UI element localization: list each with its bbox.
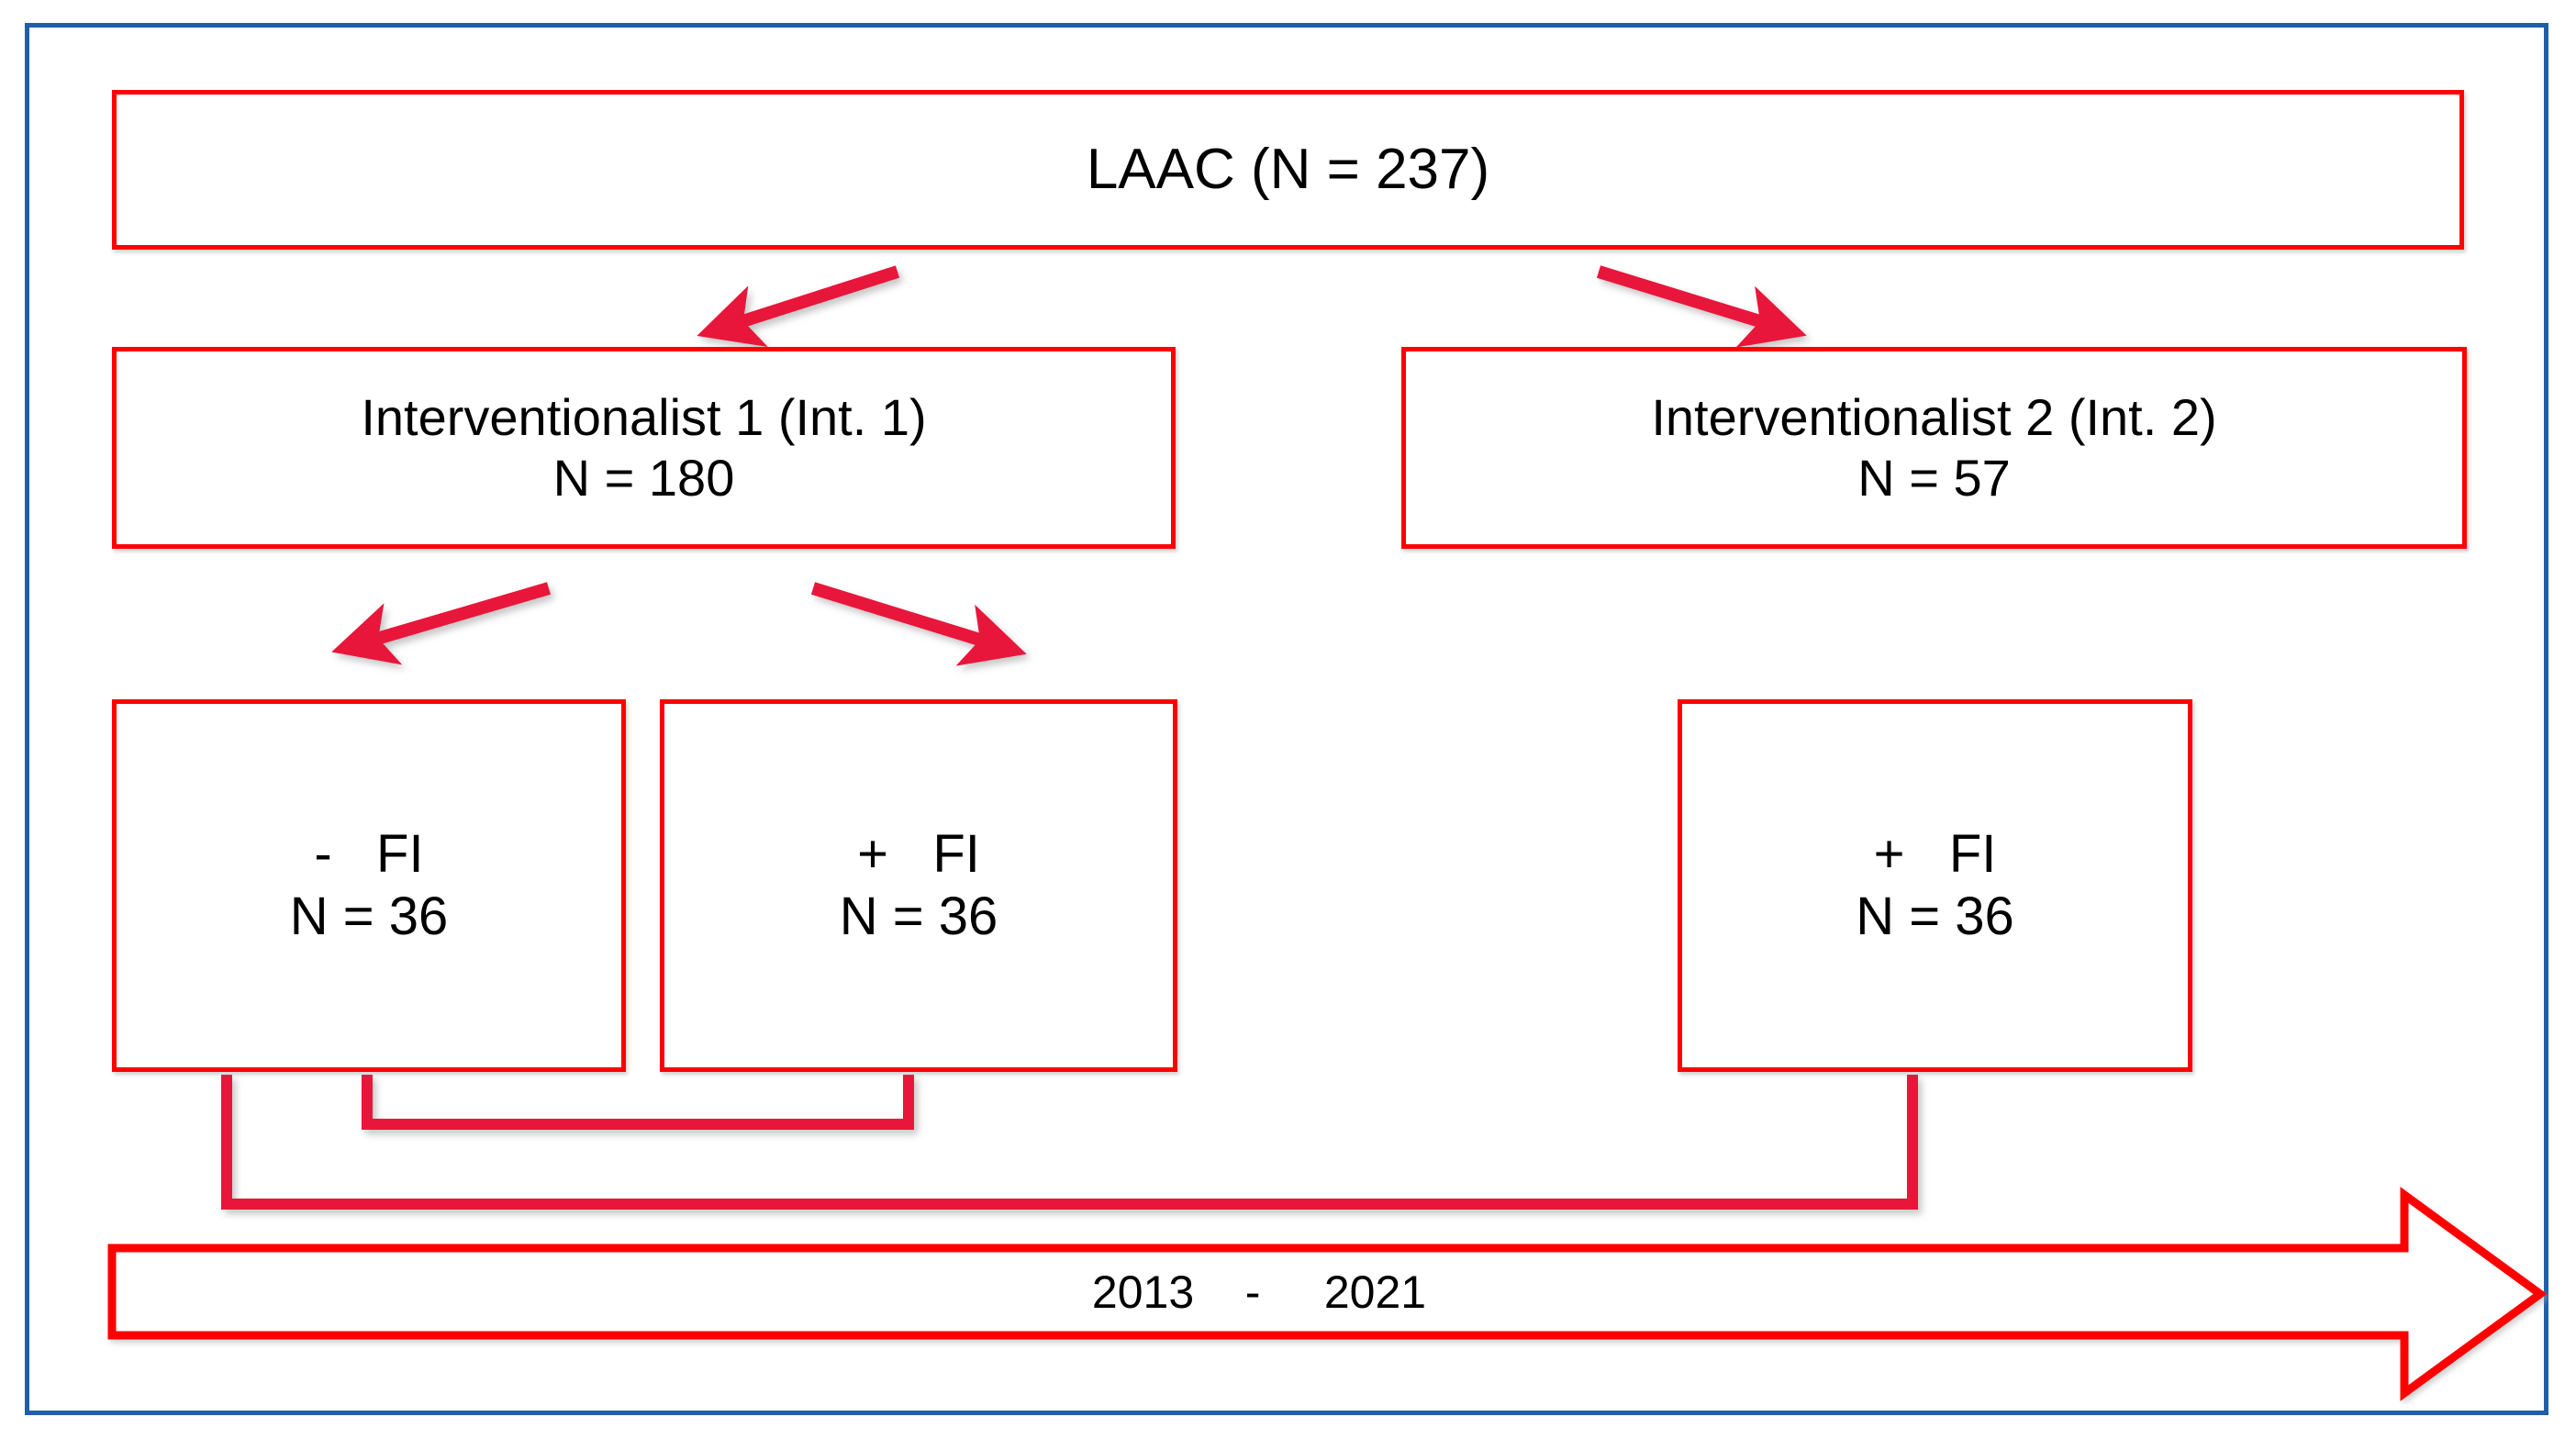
- node-interventionalist-2-count: N = 57: [1857, 449, 2011, 507]
- node-laac: LAAC (N = 237): [112, 90, 2464, 250]
- node-fi-positive-int1-title: + FI: [857, 823, 980, 884]
- node-fi-positive-int2-title: + FI: [1873, 823, 1997, 884]
- node-fi-positive-int1: + FI N = 36: [660, 699, 1177, 1072]
- node-interventionalist-1-title: Interventionalist 1 (Int. 1): [361, 387, 927, 446]
- node-fi-negative-title: - FI: [314, 823, 424, 884]
- node-interventionalist-1-count: N = 180: [552, 449, 735, 507]
- timeline-years-label: 2013 - 2021: [1091, 1266, 1427, 1318]
- node-interventionalist-2-title: Interventionalist 2 (Int. 2): [1651, 387, 2217, 446]
- node-interventionalist-1: Interventionalist 1 (Int. 1) N = 180: [112, 347, 1176, 549]
- node-fi-positive-int1-count: N = 36: [839, 887, 998, 946]
- node-fi-positive-int2-count: N = 36: [1856, 887, 2014, 946]
- timeline-arrow-shape: [107, 1187, 2548, 1401]
- node-interventionalist-2: Interventionalist 2 (Int. 2) N = 57: [1401, 347, 2467, 549]
- node-fi-positive-int2: + FI N = 36: [1678, 699, 2192, 1072]
- node-fi-negative: - FI N = 36: [112, 699, 626, 1072]
- node-laac-label: LAAC (N = 237): [1086, 138, 1490, 202]
- node-fi-negative-count: N = 36: [289, 887, 449, 946]
